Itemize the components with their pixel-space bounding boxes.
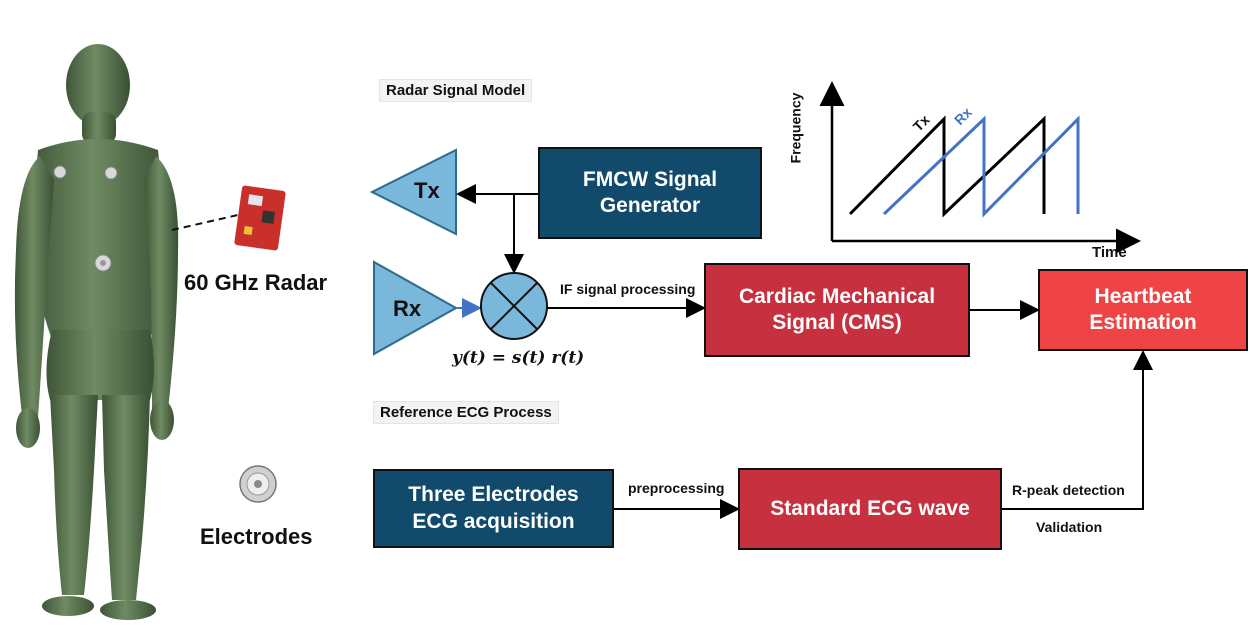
radar-label: 60 GHz Radar	[184, 270, 328, 295]
time-axis-label: Time	[1092, 244, 1127, 261]
rpeak-detection-label: R-peak detection	[1012, 482, 1125, 498]
mixer-equation: y(t) = s(t) r(t)	[452, 348, 585, 368]
ecg-acq-line-2: ECG acquisition	[412, 509, 575, 533]
fmcw-line-2: Generator	[599, 194, 701, 217]
if-processing-label: IF signal processing	[560, 281, 696, 297]
rx-label: Rx	[393, 296, 422, 321]
heartbeat-line-1: Heartbeat	[1094, 284, 1192, 308]
rx-antenna	[373, 260, 459, 356]
electrodes-label: Electrodes	[200, 524, 313, 549]
tx-sawtooth	[848, 115, 1046, 218]
preprocessing-label: preprocessing	[628, 480, 725, 496]
chirp-chart	[819, 81, 1141, 254]
section-reference-ecg: Reference ECG Process	[374, 402, 558, 423]
electrode-icon	[239, 465, 277, 503]
ecg-acq-line-1: Three Electrodes	[408, 483, 579, 507]
cms-line-1: Cardiac Mechanical	[738, 284, 936, 308]
tx-label: Tx	[414, 178, 440, 203]
radar-board-icon	[234, 185, 286, 251]
fmcw-line-1: FMCW Signal	[582, 167, 718, 191]
cms-line-2: Signal (CMS)	[772, 311, 902, 334]
validation-label: Validation	[1036, 519, 1103, 535]
section-radar-signal-model: Radar Signal Model	[380, 80, 532, 101]
heartbeat-line-2: Estimation	[1089, 311, 1197, 334]
standard-ecg-block: Standard ECG wave	[738, 468, 1002, 550]
body-electrodes	[53, 165, 118, 272]
rx-sawtooth	[882, 115, 1080, 218]
frequency-axis-label: Frequency	[787, 92, 804, 164]
